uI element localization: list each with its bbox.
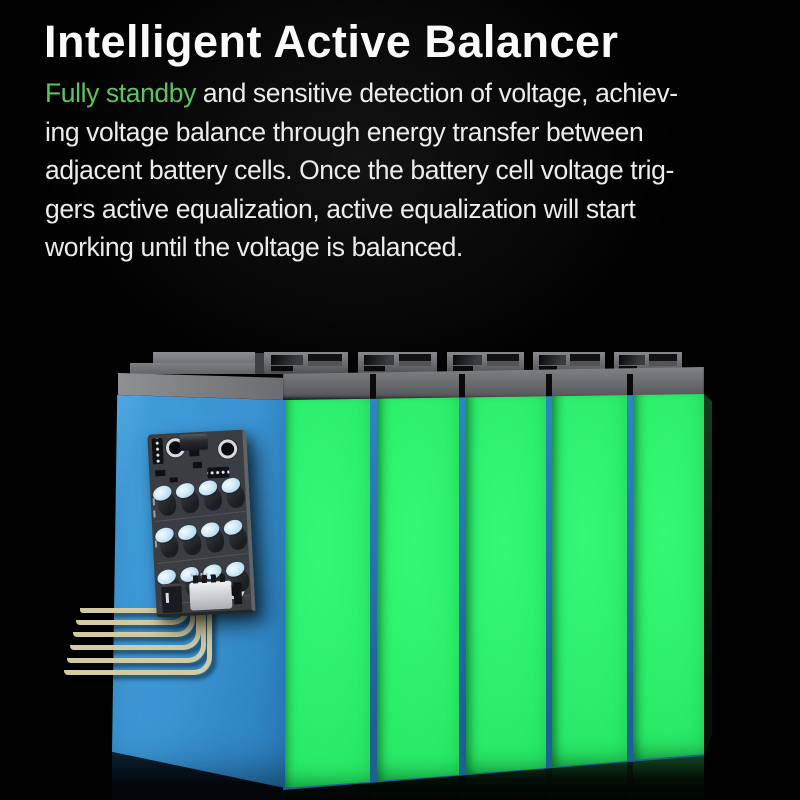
supercapacitor	[200, 522, 225, 556]
jst-connector	[161, 583, 183, 614]
reflection-gap-line	[459, 753, 465, 800]
battery-cell-front	[283, 398, 370, 788]
description-line: adjacent battery cells. Once the battery…	[45, 155, 674, 186]
battery-lid-side	[118, 373, 285, 400]
terminal-recess	[453, 365, 474, 374]
silkscreen-mark	[153, 510, 156, 518]
description-line: ing voltage balance through energy trans…	[45, 116, 644, 147]
connector-bracket	[233, 582, 243, 605]
battery-cell-front	[633, 394, 704, 760]
battery-terminal-cap	[447, 352, 524, 374]
pin-header-icon	[151, 437, 164, 465]
description-paragraph: Fully standby and sensitive detection of…	[45, 74, 678, 267]
supercapacitor	[198, 480, 223, 514]
reflection-gap-line	[627, 753, 633, 800]
supercapacitor	[177, 524, 202, 558]
supercapacitor	[154, 527, 179, 561]
supercapacitor	[175, 482, 200, 516]
smd-chip	[169, 477, 178, 483]
supercapacitor	[152, 485, 177, 519]
mounting-hole	[217, 439, 238, 460]
active-balancer-pcb	[147, 429, 256, 618]
supercapacitor	[223, 519, 248, 553]
lid-gap-line	[370, 373, 376, 400]
battery-terminal-cap	[264, 352, 348, 374]
battery-cell-front	[552, 395, 627, 767]
balance-wire	[67, 600, 206, 663]
terminal-recess	[364, 365, 385, 374]
usb-port	[179, 433, 209, 452]
battery-terminal-cap	[533, 352, 605, 374]
terminal-recess	[270, 365, 293, 374]
battery-cell-front	[377, 397, 459, 781]
page-title: Intelligent Active Balancer	[44, 16, 619, 67]
description-text: and sensitive detection of voltage, achi…	[195, 78, 678, 108]
pack-right-side-shadow	[704, 394, 712, 756]
lid-gap-line	[459, 373, 465, 400]
lid-gap-line	[546, 373, 552, 400]
description-line: gers active equalization, active equaliz…	[45, 193, 636, 224]
smd-chip	[192, 461, 203, 469]
battery-lid-step	[153, 352, 255, 365]
lid-gap-line	[627, 373, 633, 400]
balance-wire	[70, 600, 201, 650]
description-line: Fully standby and sensitive detection of…	[45, 74, 678, 113]
terminal-recess	[538, 365, 558, 374]
balance-wire	[73, 600, 195, 637]
battery-cell-front	[466, 396, 546, 774]
capacitor-row	[151, 477, 246, 523]
silkscreen-mark	[154, 540, 158, 548]
highlighted-phrase: Fully standby	[45, 78, 196, 108]
supercapacitor	[221, 477, 246, 511]
silkscreen-mark	[152, 498, 155, 506]
battery-lid-step	[130, 363, 258, 374]
pin-header-icon	[207, 466, 230, 479]
smd-chip	[155, 469, 166, 477]
description-line: working until the voltage is balanced.	[45, 232, 463, 263]
balance-wire	[64, 600, 212, 675]
battery-lid-front	[283, 367, 704, 400]
reflection-gap-line	[546, 753, 552, 800]
capacitor-row	[153, 519, 248, 565]
battery-terminal-cap	[358, 352, 437, 374]
wire-harness-connector	[189, 580, 233, 611]
